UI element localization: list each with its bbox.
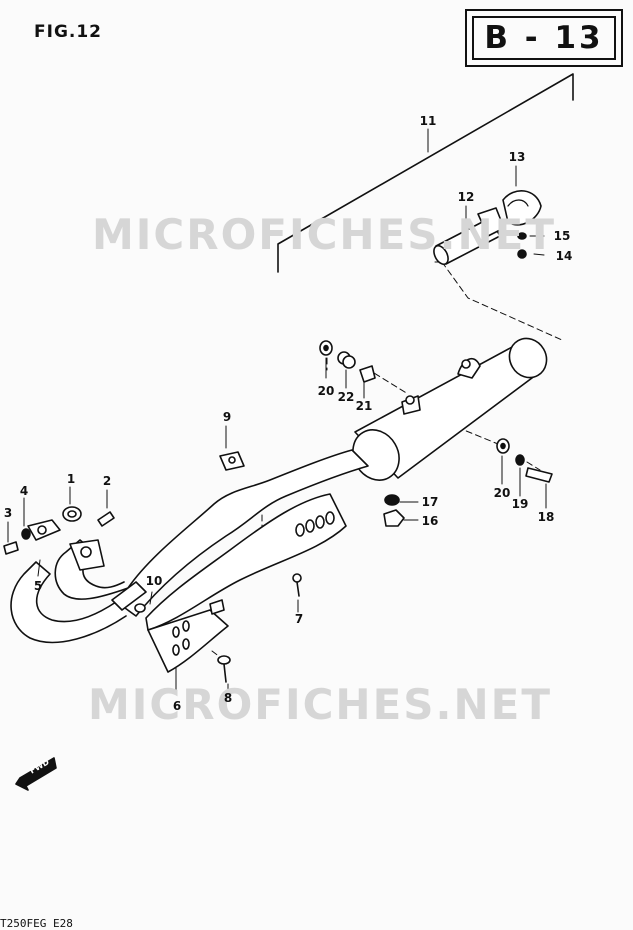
footer-model-code: T250FEG E28: [0, 917, 73, 930]
hardware-front: [3, 506, 115, 555]
tail-pipe: [433, 207, 505, 266]
callout-11: 11: [419, 114, 437, 128]
watermark-bottom: MICROFICHES.NET: [88, 680, 552, 729]
callout-16: 16: [421, 514, 439, 528]
watermark-top: MICROFICHES.NET: [92, 210, 556, 259]
muffler-body: [352, 337, 548, 481]
callout-8: 8: [223, 691, 233, 705]
callout-17: 17: [421, 495, 439, 509]
fwd-arrow-icon: [15, 757, 57, 791]
callout-9: 9: [222, 410, 232, 424]
callout-13: 13: [508, 150, 526, 164]
callout-10: 10: [145, 574, 163, 588]
callout-6: 6: [172, 699, 182, 713]
heat-shield: [145, 493, 347, 673]
callout-19: 19: [511, 497, 529, 511]
callout-21: 21: [355, 399, 373, 413]
callout-3: 3: [3, 506, 13, 520]
callout-leaders: [7, 165, 547, 691]
callout-12: 12: [457, 190, 475, 204]
callout-22: 22: [337, 390, 355, 404]
callout-15: 15: [553, 229, 571, 243]
figure-title: FIG.12: [34, 22, 103, 42]
callout-7: 7: [294, 612, 304, 626]
page-code-box: B - 13: [465, 9, 623, 67]
group-11-bracket: [277, 73, 574, 273]
page-code: B - 13: [472, 16, 616, 60]
bolts: [134, 573, 302, 683]
callout-20-lower: 20: [493, 486, 511, 500]
spark-arrester-cap: [502, 190, 542, 226]
bracket-9: [219, 451, 245, 471]
callout-18: 18: [537, 510, 555, 524]
callout-20-upper: 20: [317, 384, 335, 398]
exhaust-pipe: [10, 449, 369, 644]
callout-2: 2: [102, 474, 112, 488]
callout-14: 14: [555, 249, 573, 263]
hardware-right: [319, 340, 553, 527]
hardware-14-15: [517, 232, 527, 259]
callout-5: 5: [33, 579, 43, 593]
callout-4: 4: [19, 484, 29, 498]
callout-1: 1: [66, 472, 76, 486]
